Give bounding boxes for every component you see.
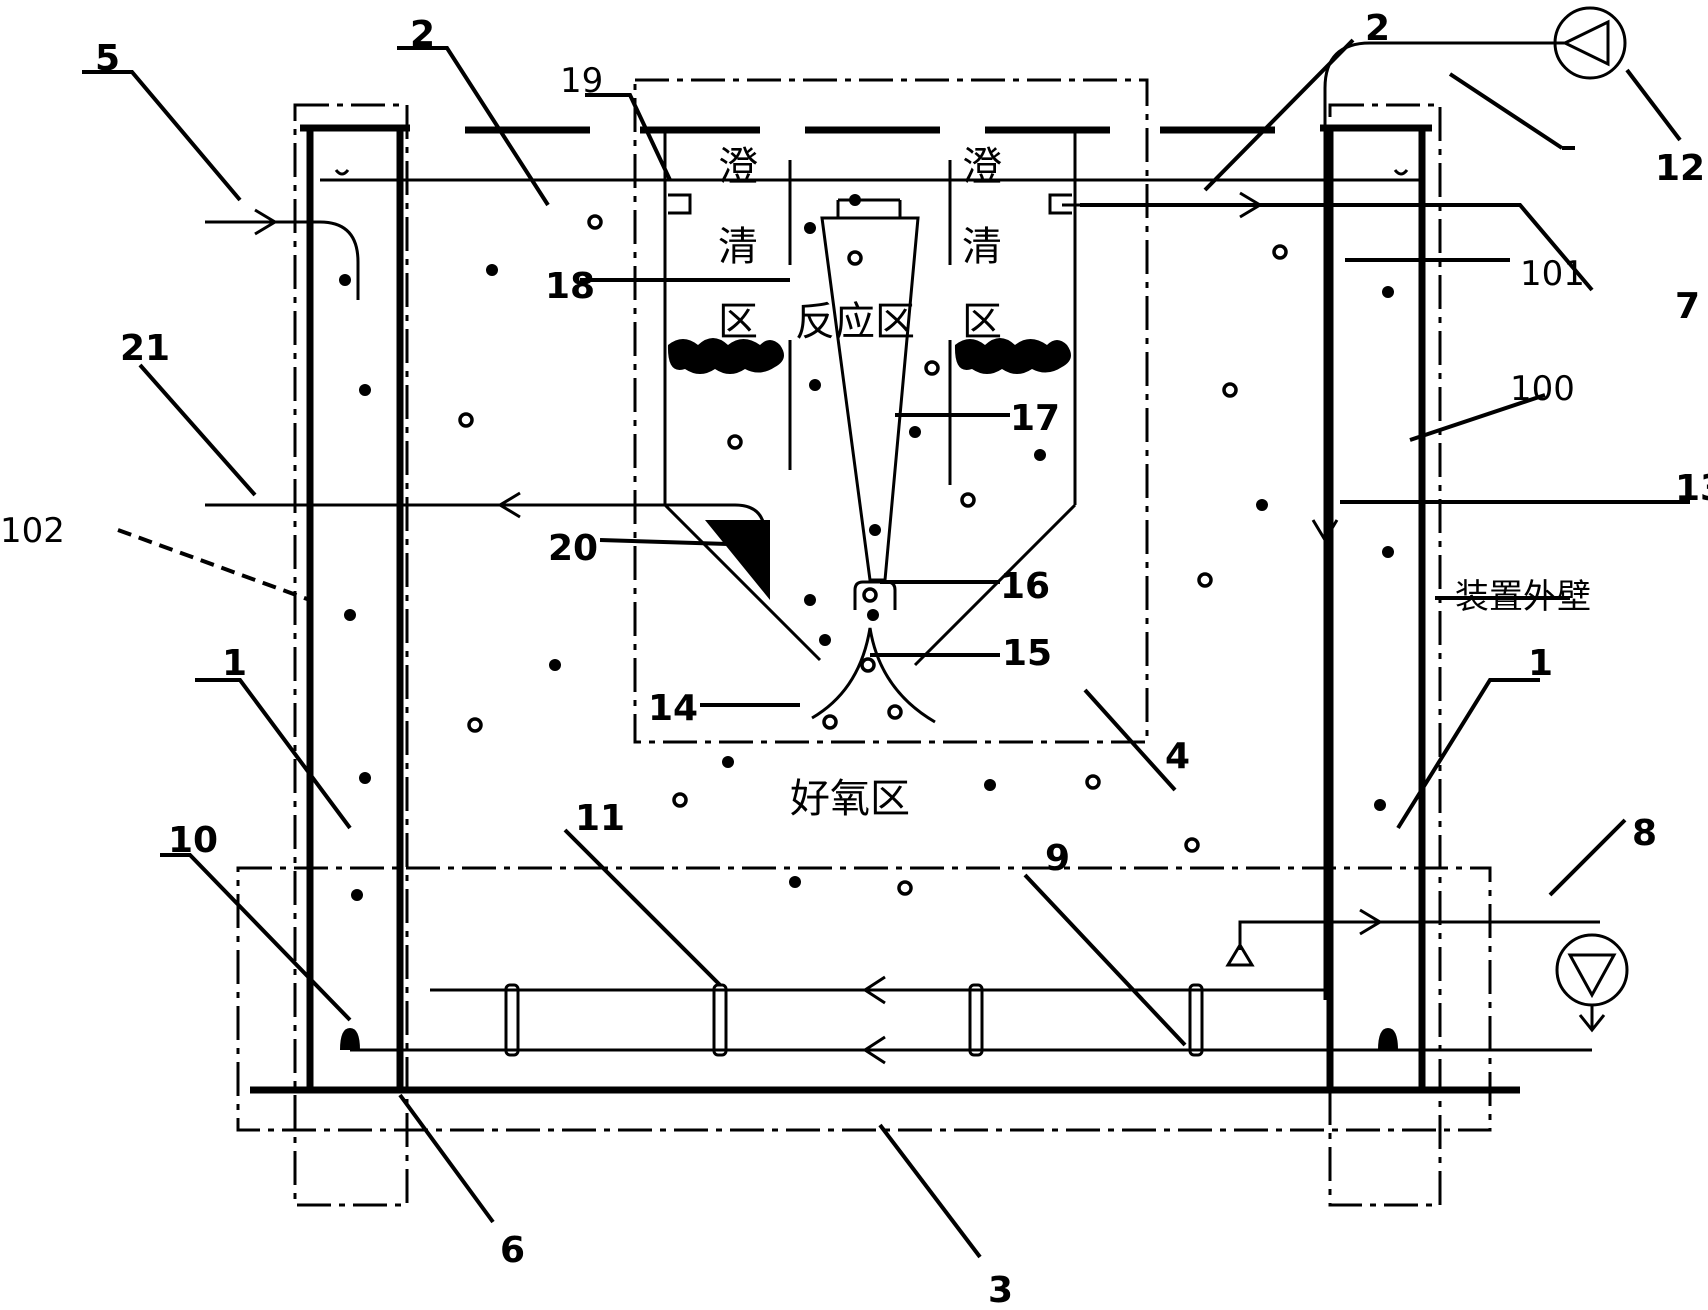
label-7: 7: [1675, 286, 1700, 327]
label-5: 5: [95, 38, 120, 79]
clarify-right-1: 澄: [962, 144, 1002, 190]
zone-outlines: [236, 78, 1492, 1207]
label-15: 15: [1002, 633, 1052, 674]
label-11: 11: [575, 798, 625, 839]
label-1-right: 1: [1528, 643, 1553, 684]
clarify-right-3: 区: [962, 299, 1002, 345]
label-13: 13: [1675, 468, 1708, 509]
label-100: 100: [1510, 369, 1575, 409]
label-9: 9: [1045, 838, 1070, 879]
clarify-left-3: 区: [718, 299, 758, 345]
label-1-left: 1: [222, 643, 247, 684]
aerobic-zone-label: 好氧区: [790, 776, 910, 822]
label-8: 8: [1632, 813, 1657, 854]
number-labels: 5 2 19 2 12 101 7 100 13 21 102 18 17 20…: [0, 8, 1708, 1310]
label-4: 4: [1165, 736, 1190, 777]
zone-labels: 澄 清 区 澄 清 区 反应区 好氧区 装置外壁: [718, 144, 1591, 822]
outer-wall-label: 装置外壁: [1455, 577, 1591, 617]
outer-frame: [250, 124, 1520, 1094]
bubbles: [339, 194, 1394, 901]
clarify-right-2: 清: [962, 224, 1002, 270]
clarify-left-2: 清: [718, 224, 758, 270]
label-17: 17: [1010, 398, 1060, 439]
label-18: 18: [545, 266, 595, 307]
label-10: 10: [168, 820, 218, 861]
label-20: 20: [548, 528, 598, 569]
label-102: 102: [0, 511, 65, 551]
label-19: 19: [560, 61, 603, 101]
leader-lines: [82, 38, 1690, 1259]
sludge-layer: [667, 338, 1071, 600]
label-6: 6: [500, 1230, 525, 1271]
reaction-zone-label: 反应区: [795, 299, 915, 345]
label-2-right: 2: [1365, 8, 1390, 49]
label-101: 101: [1520, 254, 1585, 294]
label-2-left: 2: [410, 14, 435, 55]
label-21: 21: [120, 328, 170, 369]
label-14: 14: [648, 688, 698, 729]
clarify-left-1: 澄: [718, 144, 758, 190]
label-12: 12: [1655, 148, 1705, 189]
label-3: 3: [988, 1270, 1013, 1310]
pipes: [205, 6, 1629, 1065]
label-16: 16: [1000, 566, 1050, 607]
